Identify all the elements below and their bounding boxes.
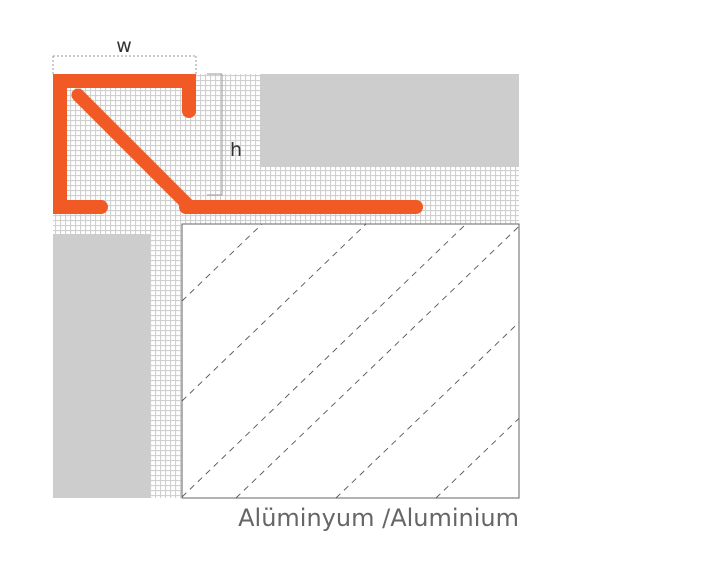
substrate-block [181,223,520,499]
aluminium-profile [53,74,423,214]
width-label: w [116,35,132,57]
material-caption: Alüminyum /Aluminium [238,504,519,532]
left-tile [53,234,150,498]
height-dimension: h [207,73,242,196]
height-label: h [230,139,242,161]
width-dimension: w [52,35,197,74]
upper-tile [260,74,519,167]
